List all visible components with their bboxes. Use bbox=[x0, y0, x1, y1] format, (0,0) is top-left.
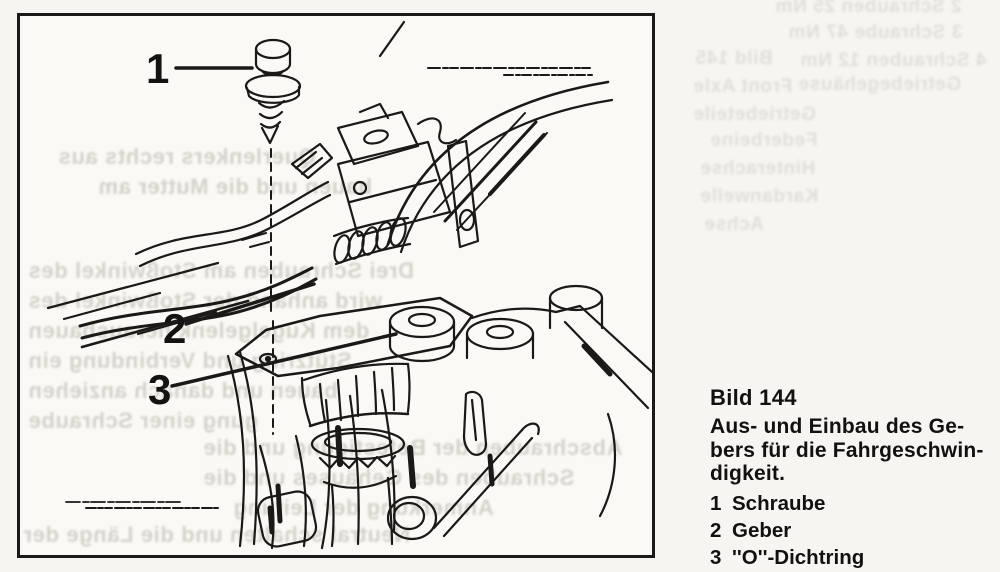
bleed-through-line: 2 Schrauben 25 Nm bbox=[775, 0, 962, 17]
bleed-through-line: Getriebeteile bbox=[693, 104, 816, 125]
legend-item-number: 2 bbox=[710, 518, 722, 542]
background-line bbox=[46, 261, 220, 310]
legend-item-label: Geber bbox=[732, 518, 792, 542]
legend-item-number: 3 bbox=[710, 545, 722, 569]
bleed-through-line: Front Axle bbox=[693, 76, 793, 97]
transmission-case-drawing bbox=[226, 232, 652, 550]
bleed-through-line: 3 Schraube 47 Nm bbox=[788, 22, 963, 43]
bleed-through-line: Kardanwelle bbox=[700, 186, 819, 207]
callout-number-3: 3 bbox=[148, 366, 171, 413]
bleed-through-line: Bild 145 bbox=[695, 48, 773, 69]
callout-number-1: 1 bbox=[146, 45, 169, 92]
bolt-drawing bbox=[244, 38, 302, 435]
callout-leader-2 bbox=[184, 282, 316, 326]
bleed-through-line: Federbeine bbox=[710, 130, 818, 151]
legend-item-label: Schraube bbox=[732, 491, 826, 515]
figure-caption-line: digkeit. bbox=[710, 462, 786, 485]
sensor-drawing bbox=[234, 102, 480, 548]
legend-item: 1 Schraube bbox=[710, 490, 998, 517]
legend-item-label: ''O''-Dichtring bbox=[732, 545, 865, 569]
bleed-through-line: Hinterachse bbox=[700, 158, 816, 179]
bleed-through-line: Getriebegehäuse bbox=[798, 74, 962, 95]
figure-caption-title: Bild 144 bbox=[710, 385, 797, 410]
figure-legend: 1 Schraube 2 Geber 3 ''O''-Dichtring bbox=[710, 490, 998, 571]
legend-item-number: 1 bbox=[710, 491, 722, 515]
callout-leader-3 bbox=[170, 332, 398, 388]
legend-item: 2 Geber bbox=[710, 517, 998, 544]
figure-caption-line: Aus- und Einbau des Ge- bbox=[710, 415, 965, 438]
bleed-through-line: Achse bbox=[704, 214, 765, 235]
bleed-through-line: 4 Schrauben 12 Nm bbox=[800, 50, 987, 71]
legend-item: 3 ''O''-Dichtring bbox=[710, 544, 998, 571]
figure-illustration: 1 2 3 bbox=[46, 20, 652, 550]
callout-number-2: 2 bbox=[163, 305, 186, 352]
bell-housing-arcs bbox=[378, 20, 614, 254]
figure-caption: Bild 144 Aus- und Einbau des Ge- bers fü… bbox=[710, 385, 998, 571]
background-line bbox=[62, 291, 162, 321]
figure-caption-line: bers für die Fahrgeschwin- bbox=[710, 438, 984, 462]
